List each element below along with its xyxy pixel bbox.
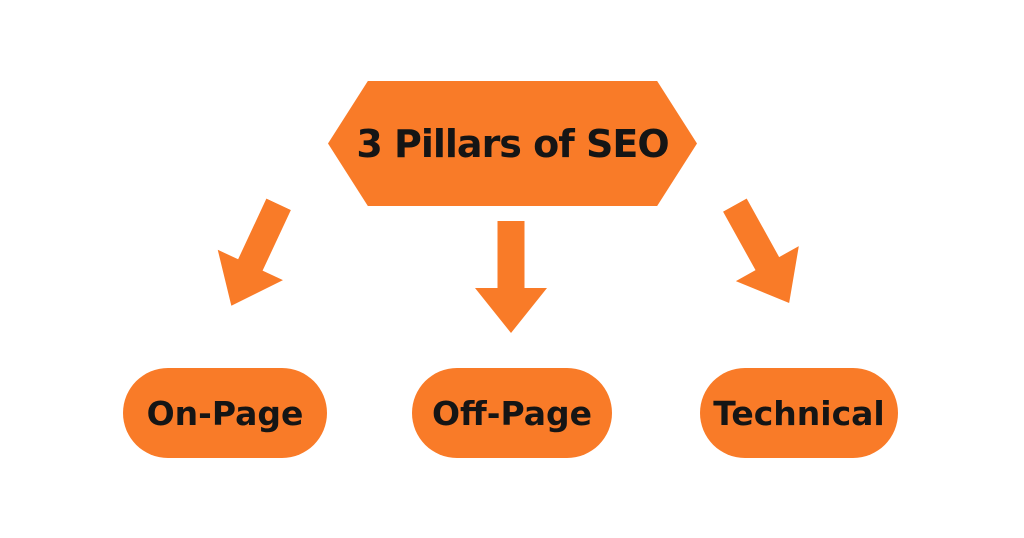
pillar-on-page: On-Page [123, 368, 327, 458]
pillar-off-page-label: Off-Page [431, 393, 593, 433]
diagram-title: 3 Pillars of SEO [356, 121, 669, 166]
pillar-technical: Technical [700, 368, 898, 458]
pillar-technical-label: Technical [713, 393, 885, 433]
arrow-down-right-icon [723, 198, 799, 303]
arrow-down-left-icon [217, 198, 291, 306]
pillar-on-page-label: On-Page [146, 393, 304, 433]
title-hexagon: 3 Pillars of SEO [328, 81, 697, 206]
pillar-off-page: Off-Page [412, 368, 612, 458]
arrow-down-icon [475, 221, 547, 333]
